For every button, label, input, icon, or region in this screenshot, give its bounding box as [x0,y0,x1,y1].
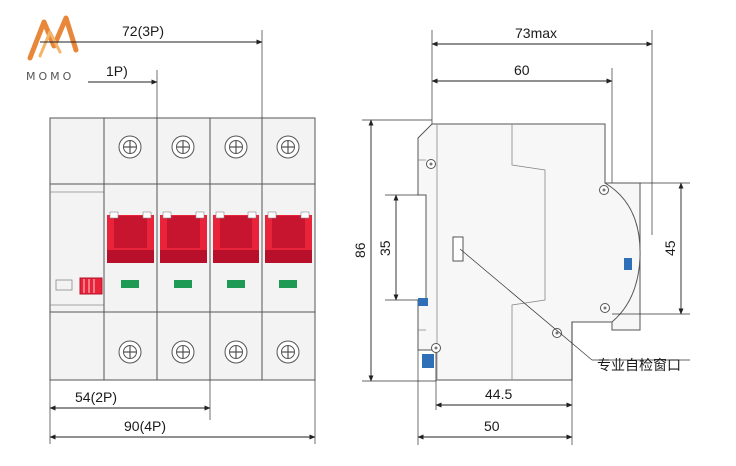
dim-1p: 1P) [106,63,128,79]
dim-60: 60 [514,62,530,78]
din-clip [624,258,632,270]
dim-35: 35 [377,240,393,256]
toggle-handle [160,211,207,263]
dim-54-2p: 54(2P) [75,389,117,405]
dim-45: 45 [662,240,678,256]
logo-mark-icon [27,15,79,61]
terminal-screw-icon [224,135,248,159]
rivet-icon [426,159,436,169]
dim-50: 50 [484,418,500,434]
terminal-screw-icon [118,340,142,364]
rivet-icon [552,328,562,338]
status-indicator [174,280,192,288]
dim-86: 86 [352,242,368,258]
dim-73max: 73max [515,25,557,41]
logo-text: MOMO [26,70,74,83]
toggle-handle [107,211,154,263]
status-indicator [279,280,297,288]
toggle-handle [265,211,312,263]
terminal-screw-icon [224,340,248,364]
dim-90-4p: 90(4P) [124,418,166,434]
terminal-screw-icon [171,135,195,159]
test-button [79,277,103,295]
terminal-screw-icon [171,340,195,364]
self-check-window [452,236,464,262]
side-view: 专业自检窗口 73max 60 86 35 45 44.5 50 [352,25,690,445]
status-indicator [121,280,139,288]
toggle-handle [213,211,259,263]
side-profile-outline [417,123,641,381]
brand-logo: MOMO [26,15,79,83]
rivet-icon [431,343,441,353]
dim-72-3p: 72(3P) [122,23,164,39]
terminal-screw-icon [276,135,300,159]
din-clip [418,298,428,306]
dim-44-5: 44.5 [485,386,512,402]
rivet-icon [600,303,610,313]
terminal-screw-icon [118,135,142,159]
callout-label: 专业自检窗口 [597,357,681,373]
status-indicator [227,280,245,288]
rivet-icon [599,185,609,195]
din-clip [422,354,434,368]
front-view: 72(3P) 1P) 54(2P) 90(4P) [40,23,316,444]
terminal-screw-icon [276,340,300,364]
